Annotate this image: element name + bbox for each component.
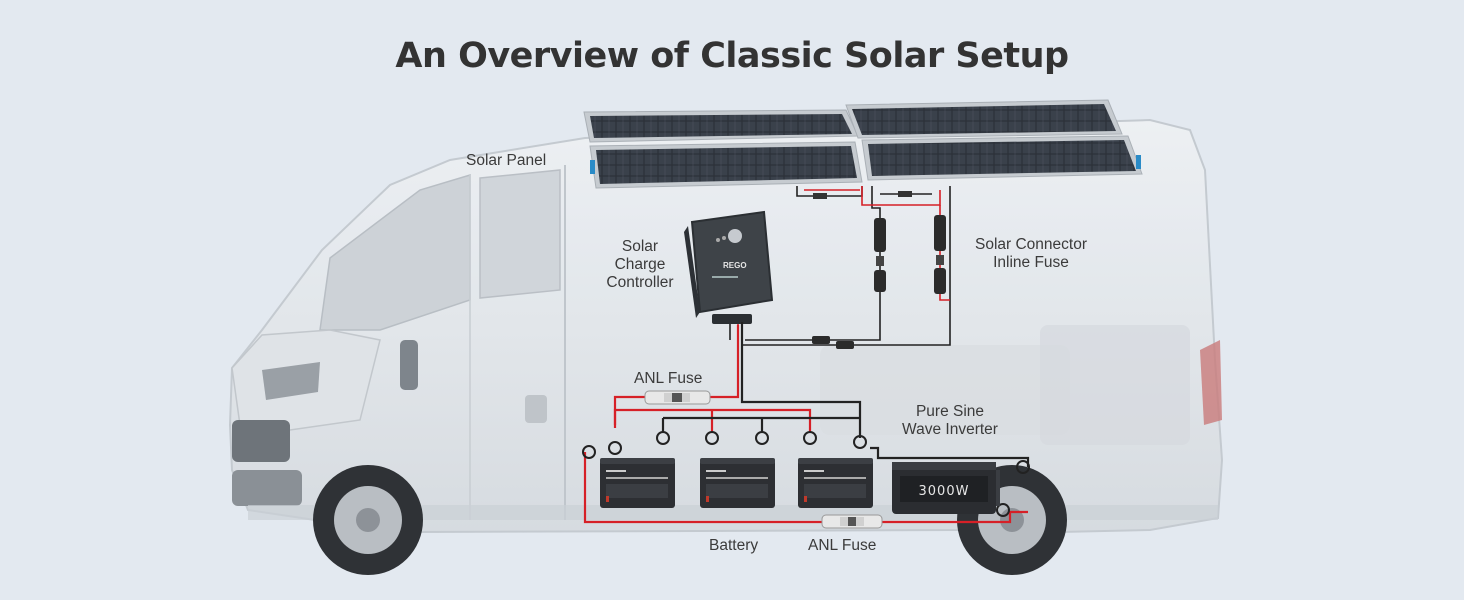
label-line: Solar Connector [974, 236, 1087, 253]
solar-panel-front-right [861, 135, 1143, 181]
label-solar-connector-inline-fuse: Solar Connector Inline Fuse [966, 236, 1096, 272]
label-anl-fuse-top: ANL Fuse [634, 370, 703, 387]
solar-panel-back-right [845, 99, 1123, 139]
inverter-rating-text: 3000W [919, 484, 970, 499]
rear-wheel [957, 465, 1067, 575]
label-battery: Battery [709, 537, 759, 554]
label-line: Pure Sine [915, 403, 985, 420]
battery-2 [700, 458, 775, 508]
label-line: Solar [621, 238, 659, 255]
solar-connector-inline-fuse [812, 215, 946, 349]
terminal-rings [582, 431, 1030, 517]
panel-wiring [729, 186, 951, 346]
solar-panels [583, 99, 1143, 189]
controller-brand-text: REGO [723, 261, 747, 270]
battery-3 [798, 458, 873, 508]
anl-fuse-bottom [821, 514, 883, 529]
label-line: Charge [614, 256, 666, 273]
label-anl-fuse-bottom: ANL Fuse [808, 537, 877, 554]
front-wheel [313, 465, 423, 575]
label-line: Controller [606, 274, 674, 291]
pure-sine-wave-inverter: 3000W [892, 462, 1000, 514]
label-line: Wave Inverter [902, 421, 998, 438]
main-wiring [583, 322, 1030, 524]
anl-fuse-top [644, 390, 711, 405]
page-title: An Overview of Classic Solar Setup [395, 36, 1069, 76]
battery-1 [600, 458, 675, 508]
label-line: Inline Fuse [993, 254, 1069, 271]
label-solar-charge-controller: Solar Charge Controller [598, 238, 682, 292]
label-pure-sine-wave-inverter: Pure Sine Wave Inverter [888, 403, 1012, 439]
solar-panel-front-left [589, 141, 863, 189]
label-solar-panel: Solar Panel [466, 152, 547, 169]
solar-charge-controller: REGO [684, 210, 774, 324]
batteries [600, 458, 873, 508]
solar-panel-back-left [583, 109, 859, 143]
